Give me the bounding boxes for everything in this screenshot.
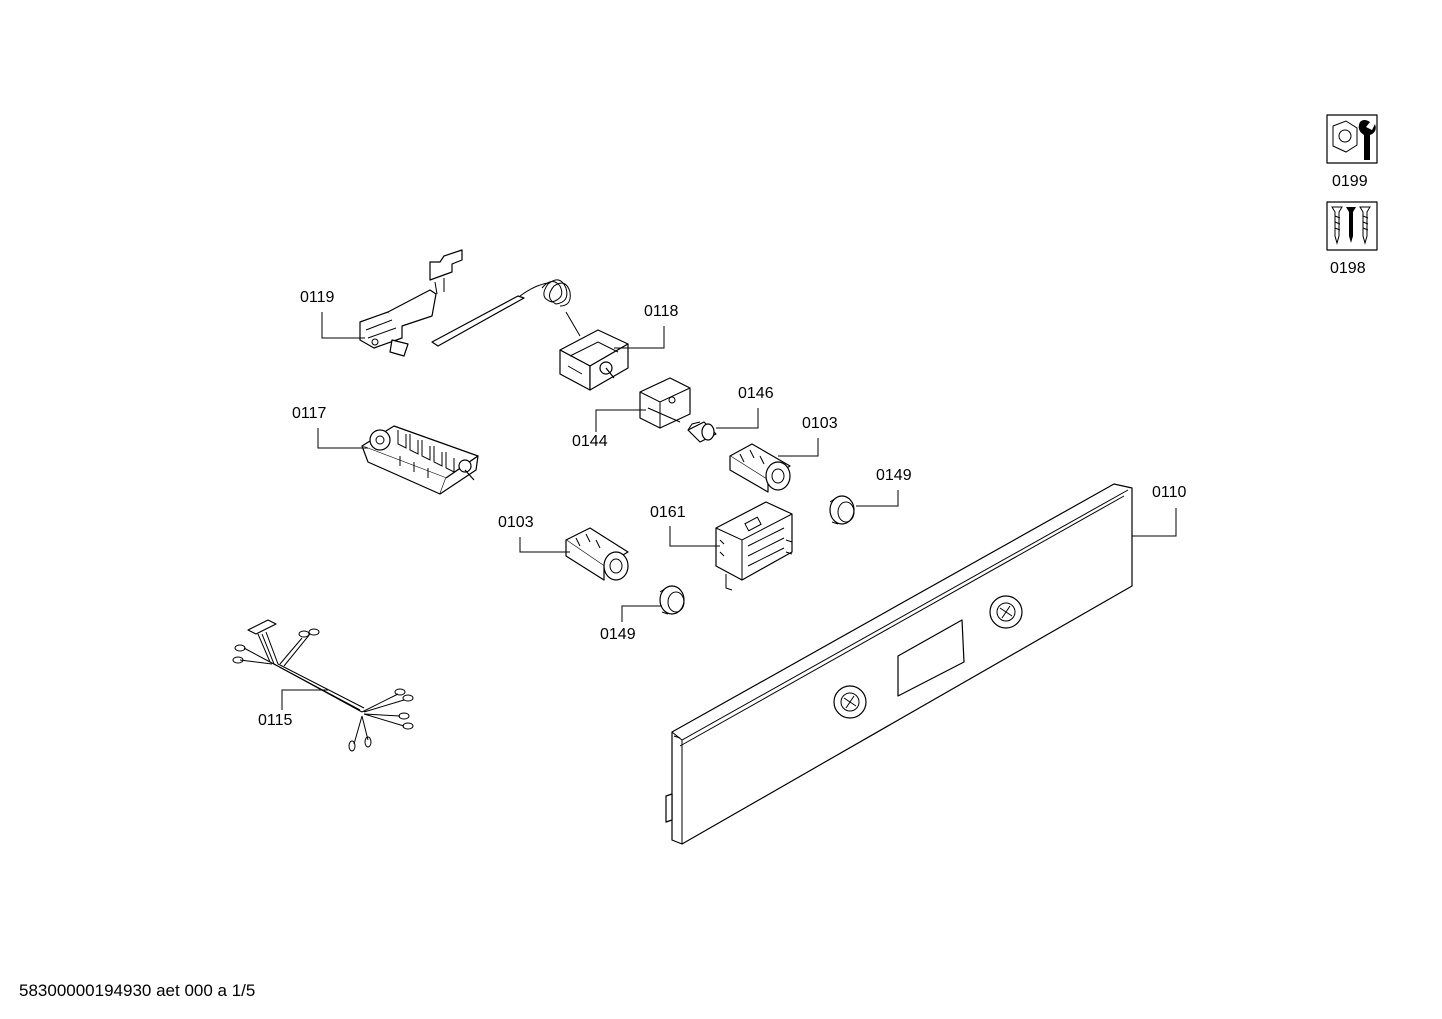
leader-0146 [716,408,759,429]
leader-0149-lower [621,605,662,622]
part-0118-thermostat[interactable] [559,329,629,391]
part-label-0149-upper: 0149 [876,467,912,484]
part-0110-control-panel[interactable] [665,483,1133,845]
leader-0103-upper [778,438,819,457]
part-label-0198: 0198 [1330,260,1366,277]
leader-0149-upper [856,490,899,507]
part-label-0103-upper: 0103 [802,415,838,432]
part-label-0110: 0110 [1152,484,1187,501]
part-0118-capillary-tube [431,279,581,347]
part-0149-ring-lower[interactable] [659,585,685,615]
leader-0103-lower [519,537,570,553]
part-0103-knob-upper[interactable] [729,443,791,493]
part-0144-clip[interactable] [639,377,691,429]
part-0161-control-module[interactable] [715,501,793,591]
leader-0115 [281,689,328,710]
part-0103-knob-lower[interactable] [565,527,629,581]
part-0149-ring-upper[interactable] [829,495,855,525]
part-label-0144: 0144 [572,433,608,450]
leader-0117 [317,428,368,449]
part-label-0149-lower: 0149 [600,626,636,643]
leader-0161 [669,526,720,547]
tools-kit-icon[interactable] [1326,114,1378,164]
part-label-0146: 0146 [738,385,774,402]
leader-0110 [1132,508,1177,537]
part-0117-selector-switch[interactable] [361,425,479,495]
part-label-0103-lower: 0103 [498,514,534,531]
leader-0119 [321,312,365,339]
part-label-0119: 0119 [300,289,335,306]
part-0119-sensor-bracket[interactable] [359,249,463,357]
part-0146-bulb-holder[interactable] [687,421,717,443]
part-label-0117: 0117 [292,405,327,422]
part-label-0199: 0199 [1332,173,1368,190]
drawing-number: 58300000194930 aet 000 a 1/5 [19,981,256,1000]
part-label-0115: 0115 [258,712,293,729]
screws-kit-icon[interactable] [1326,201,1378,251]
part-label-0118: 0118 [644,303,679,320]
leader-0118 [614,326,665,349]
leader-0144 [595,409,646,432]
part-label-0161: 0161 [650,504,686,521]
part-0115-wiring-harness[interactable] [232,619,414,752]
